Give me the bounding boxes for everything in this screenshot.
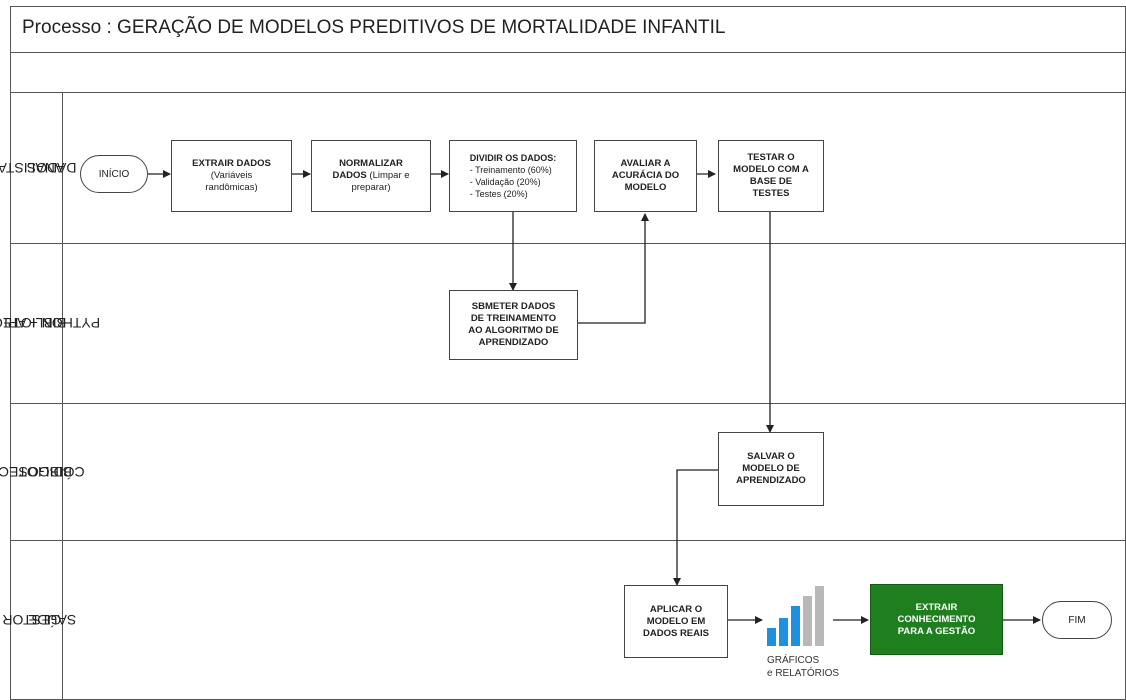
chart-icon — [767, 586, 824, 646]
end-node[interactable]: FIM — [1042, 601, 1112, 639]
chart-icon-bar-2 — [779, 618, 788, 646]
lane-label-divider — [62, 92, 63, 700]
process-dividir-dados[interactable]: DIVIDIR OS DADOS:- Treinamento (60%)- Va… — [449, 140, 577, 212]
chart-icon-bar-5 — [815, 586, 824, 646]
chart-icon-bar-3 — [791, 606, 800, 646]
start-node[interactable]: INÍCIO — [80, 155, 148, 193]
title-divider — [10, 52, 1126, 53]
arrow-submeter-avaliar — [578, 213, 649, 324]
lane-divider-2 — [10, 403, 1126, 404]
lane-divider-1 — [10, 243, 1126, 244]
chart-icon-bar-1 — [767, 628, 776, 646]
lane-divider-3 — [10, 540, 1126, 541]
arrow-salvar-aplicar — [673, 469, 718, 586]
process-title: Processo : GERAÇÃO DE MODELOS PREDITIVOS… — [22, 17, 726, 38]
header-divider — [10, 92, 1126, 93]
chart-icon-bar-4 — [803, 596, 812, 646]
